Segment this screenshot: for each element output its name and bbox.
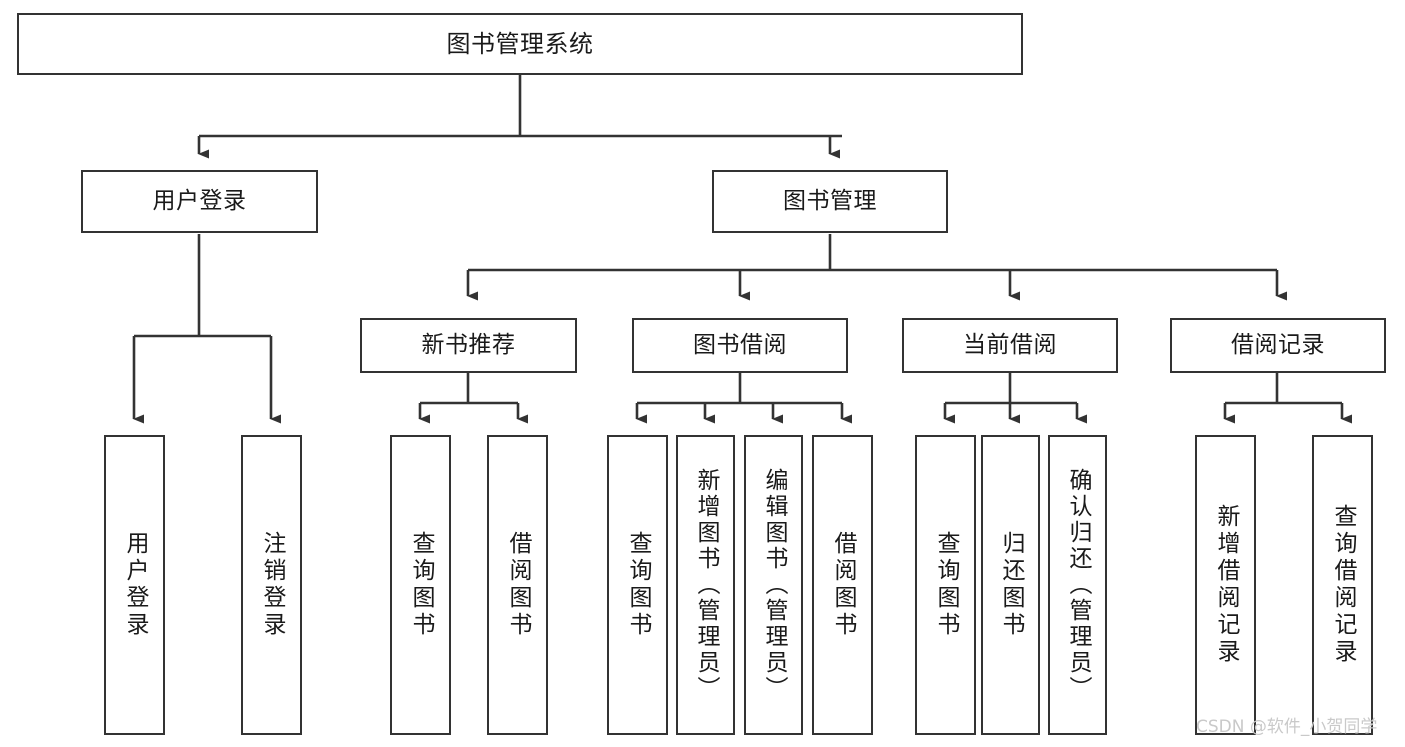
node-label: 归还图书 bbox=[998, 531, 1024, 639]
node-label: 用户登录 bbox=[152, 187, 247, 214]
node-label: 查询图书 bbox=[933, 531, 959, 639]
node-label: 图书管理系统 bbox=[446, 29, 594, 58]
node-label: 新增借阅记录 bbox=[1213, 504, 1239, 666]
leaf-current-confirm-return-admin[interactable]: 确认归还（管理员） bbox=[1048, 435, 1107, 735]
node-borrow-record[interactable]: 借阅记录 bbox=[1170, 318, 1386, 373]
node-book-borrow[interactable]: 图书借阅 bbox=[632, 318, 848, 373]
node-label: 借阅图书 bbox=[830, 531, 856, 639]
node-book-management[interactable]: 图书管理 bbox=[712, 170, 948, 233]
node-root-book-management-system[interactable]: 图书管理系统 bbox=[17, 13, 1023, 75]
leaf-record-add-record[interactable]: 新增借阅记录 bbox=[1195, 435, 1256, 735]
node-label: 查询图书 bbox=[625, 531, 651, 639]
node-label: 查询图书 bbox=[408, 531, 434, 639]
leaf-record-query-record[interactable]: 查询借阅记录 bbox=[1312, 435, 1373, 735]
node-label: 新书推荐 bbox=[421, 331, 516, 358]
node-label: 新增图书（管理员） bbox=[693, 468, 719, 702]
node-label: 图书管理 bbox=[783, 187, 877, 214]
node-label: 图书借阅 bbox=[693, 331, 787, 358]
leaf-current-return-book[interactable]: 归还图书 bbox=[981, 435, 1040, 735]
node-label: 确认归还（管理员） bbox=[1065, 468, 1091, 702]
leaf-borrow-edit-book-admin[interactable]: 编辑图书（管理员） bbox=[744, 435, 803, 735]
node-label: 用户登录 bbox=[122, 531, 148, 639]
node-label: 借阅图书 bbox=[505, 531, 531, 639]
node-current-borrow[interactable]: 当前借阅 bbox=[902, 318, 1118, 373]
leaf-borrow-query-book[interactable]: 查询图书 bbox=[607, 435, 668, 735]
leaf-borrow-add-book-admin[interactable]: 新增图书（管理员） bbox=[676, 435, 735, 735]
node-label: 注销登录 bbox=[259, 531, 285, 639]
watermark-csdn: CSDN @软件_小贺同学 bbox=[1196, 717, 1378, 737]
leaf-borrow-borrow-book[interactable]: 借阅图书 bbox=[812, 435, 873, 735]
leaf-user-login-login[interactable]: 用户登录 bbox=[104, 435, 165, 735]
node-label: 当前借阅 bbox=[963, 331, 1057, 358]
leaf-current-query-book[interactable]: 查询图书 bbox=[915, 435, 976, 735]
node-user-login[interactable]: 用户登录 bbox=[81, 170, 318, 233]
node-label: 借阅记录 bbox=[1231, 331, 1325, 358]
node-label: 编辑图书（管理员） bbox=[761, 468, 787, 702]
leaf-user-login-logout[interactable]: 注销登录 bbox=[241, 435, 302, 735]
node-new-book-recommend[interactable]: 新书推荐 bbox=[360, 318, 577, 373]
leaf-new-book-query[interactable]: 查询图书 bbox=[390, 435, 451, 735]
leaf-new-book-borrow[interactable]: 借阅图书 bbox=[487, 435, 548, 735]
node-label: 查询借阅记录 bbox=[1330, 504, 1356, 666]
